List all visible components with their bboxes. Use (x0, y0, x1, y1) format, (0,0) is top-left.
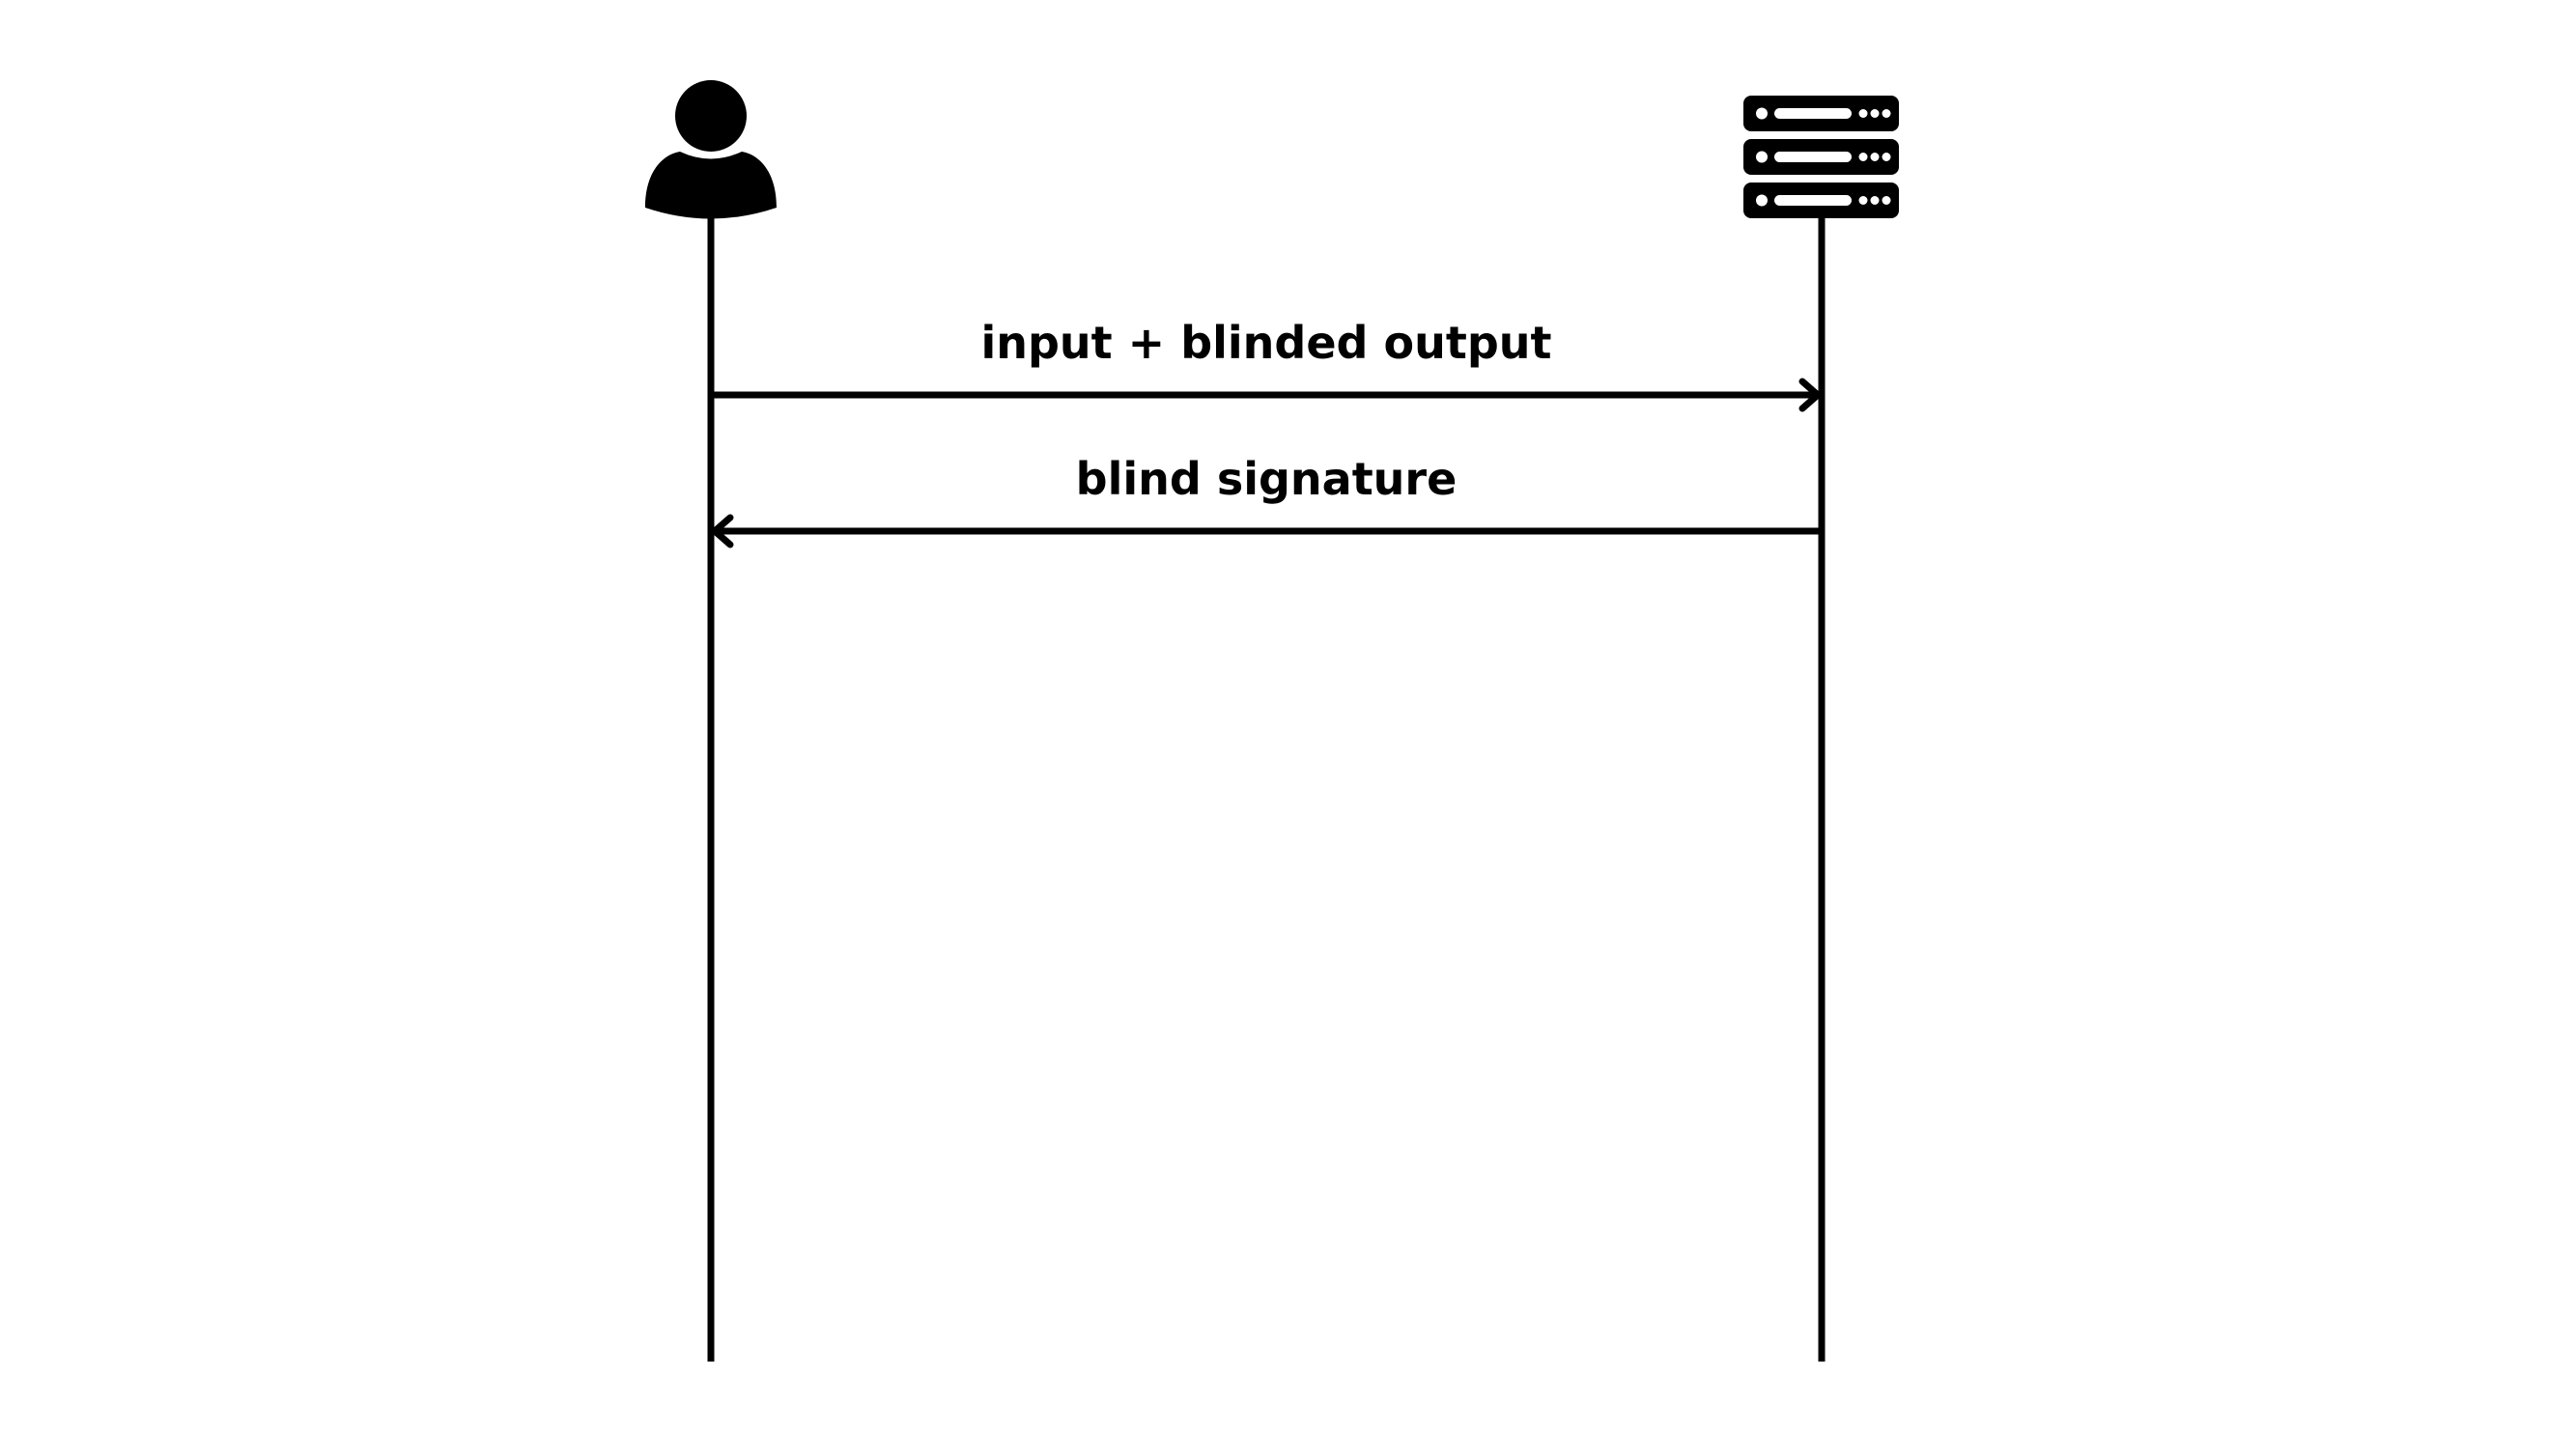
message-label-response: blind signature (1076, 453, 1458, 505)
arrowhead-left-icon (711, 514, 734, 548)
server-icon (1743, 96, 1899, 218)
user-icon (645, 80, 777, 219)
message-label-request: input + blinded output (980, 317, 1551, 369)
arrowhead-right-icon (1798, 378, 1822, 412)
